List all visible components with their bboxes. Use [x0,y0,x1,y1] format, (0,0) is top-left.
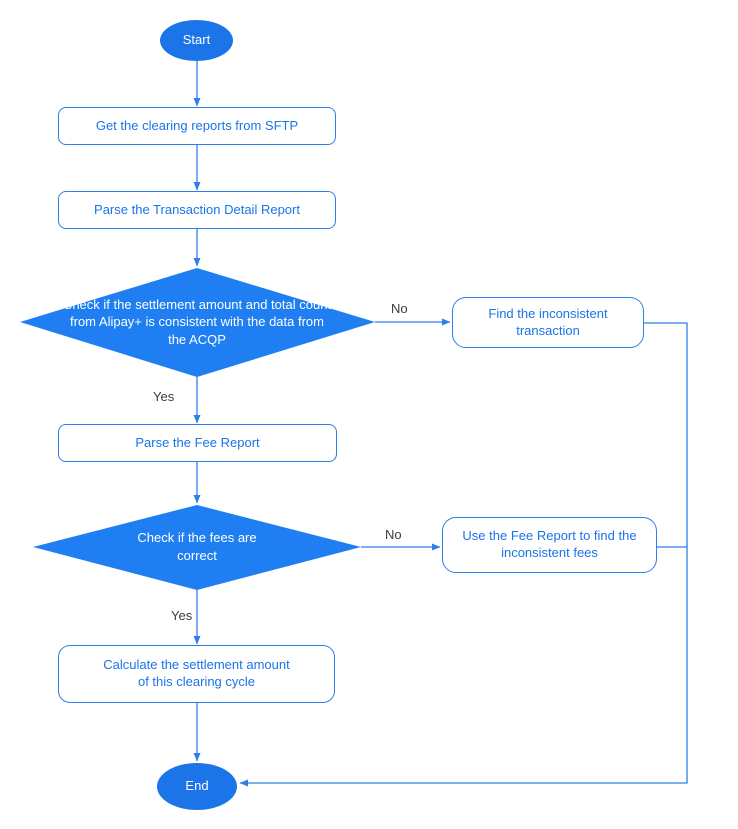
edge-label-yes-fees: Yes [171,608,193,623]
end-node: End [157,763,237,810]
decision-check-fees-shape [33,505,361,590]
edge-return-to-end [239,322,688,787]
process-find-inconsistent-transaction: Find the inconsistent transaction [452,297,644,348]
decision-check-fees-label: Check if the fees are correct [137,530,257,563]
process-get-clearing-reports: Get the clearing reports from SFTP [58,107,336,145]
edge-label-no-fees: No [385,527,402,542]
process-parse-fee-report: Parse the Fee Report [58,424,337,462]
edge-label-yes-settlement: Yes [153,389,175,404]
decision-check-settlement-label: Check if the settlement amount and total… [62,296,332,347]
edge-label-no-settlement: No [391,301,408,316]
process-use-fee-report: Use the Fee Report to find the inconsist… [442,517,657,573]
process-parse-transaction-detail-report: Parse the Transaction Detail Report [58,191,336,229]
process-calculate-settlement: Calculate the settlement amount of this … [58,645,335,703]
start-node: Start [160,20,233,61]
decision-check-settlement-shape [20,268,375,377]
